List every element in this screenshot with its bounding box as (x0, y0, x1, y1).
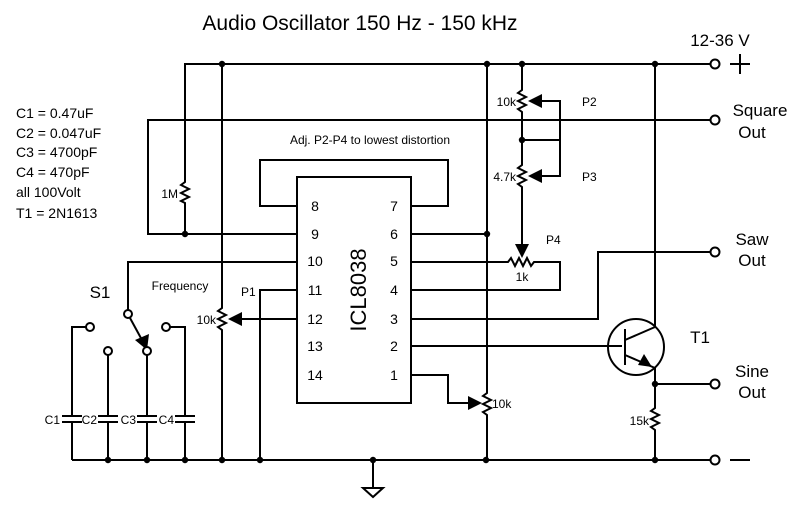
pin-13: 13 (307, 338, 323, 354)
wire-pin8-pin7 (259, 159, 449, 207)
pin-4: 4 (390, 282, 398, 298)
potentiometer-pin1: 10k (411, 64, 512, 460)
c1-label: C1 (45, 413, 61, 427)
terminal-square-out[interactable] (709, 114, 721, 126)
pin-12: 12 (307, 311, 323, 327)
pin-3: 3 (390, 311, 398, 327)
wire-pin11-ground (259, 289, 297, 460)
sine-out-net: 15k Sine Out (630, 362, 769, 460)
ic-icl8038: ICL8038 8 9 10 11 12 13 14 7 6 5 4 3 2 1 (296, 176, 412, 404)
note-c1: C1 = 0.47uF (16, 105, 93, 121)
adjust-note: Adj. P2-P4 to lowest distortion (290, 133, 450, 147)
terminal-plus[interactable] (709, 58, 721, 70)
pin-8: 8 (311, 198, 319, 214)
supply-rail: 12-36 V (185, 31, 750, 74)
svg-text:S1: S1 (90, 283, 111, 302)
svg-text:Frequency: Frequency (152, 279, 209, 293)
sine-label-2: Out (738, 383, 766, 402)
pin-5: 5 (390, 253, 398, 269)
svg-text:10k: 10k (497, 95, 517, 109)
note-c4: C4 = 470pF (16, 164, 90, 180)
note-voltage: all 100Volt (16, 184, 81, 200)
pin-9: 9 (311, 226, 319, 242)
svg-text:P1: P1 (241, 285, 256, 299)
transistor-t1: T1 (607, 64, 710, 376)
saw-label-2: Out (738, 251, 766, 270)
pin-11: 11 (308, 282, 323, 298)
svg-text:P4: P4 (546, 233, 561, 247)
square-label: Square (733, 101, 788, 120)
square-out-net: Square Out (147, 101, 788, 238)
potentiometer-p1: 10k P1 (197, 64, 297, 460)
resistor-1m: 1M (161, 63, 222, 234)
terminal-sine-out[interactable] (709, 378, 721, 390)
terminal-saw-out[interactable] (709, 246, 721, 258)
square-label-2: Out (738, 123, 766, 142)
pin-2: 2 (390, 338, 398, 354)
svg-text:1M: 1M (161, 187, 178, 201)
component-notes: C1 = 0.47uF C2 = 0.047uF C3 = 4700pF C4 … (16, 105, 101, 221)
svg-text:P3: P3 (582, 170, 597, 184)
switch-s1[interactable]: S1 Frequency (85, 279, 209, 356)
svg-text:1k: 1k (516, 270, 530, 284)
pin-10: 10 (307, 253, 323, 269)
svg-text:10k: 10k (197, 313, 217, 327)
note-t1: T1 = 2N1613 (16, 205, 98, 221)
ic-name: ICL8038 (346, 248, 371, 331)
pin-14: 14 (307, 367, 323, 383)
capacitor-bank: C1 C2 C3 C4 (45, 326, 195, 460)
title: Audio Oscillator 150 Hz - 150 kHz (202, 12, 517, 35)
t1-label: T1 (690, 328, 710, 347)
svg-text:4.7k: 4.7k (493, 170, 517, 184)
ground-rail (72, 454, 750, 499)
r15k-label: 15k (630, 414, 650, 428)
wire-pin10-switch (127, 261, 297, 312)
saw-label: Saw (735, 230, 769, 249)
svg-text:P2: P2 (582, 95, 597, 109)
pin-6: 6 (390, 226, 398, 242)
saw-out-net: Saw Out (411, 230, 769, 320)
note-c2: C2 = 0.047uF (16, 125, 101, 141)
c4-label: C4 (159, 413, 175, 427)
terminal-minus[interactable] (709, 454, 721, 466)
ground-icon (360, 487, 386, 499)
svg-text:10k: 10k (492, 397, 512, 411)
c3-label: C3 (121, 413, 137, 427)
sine-label: Sine (735, 362, 769, 381)
pin-1: 1 (390, 367, 398, 383)
supply-label: 12-36 V (690, 31, 750, 50)
pin-7: 7 (390, 198, 398, 214)
c2-label: C2 (82, 413, 98, 427)
note-c3: C3 = 4700pF (16, 144, 97, 160)
potentiometers-p2-p4: 10k 4.7k P2 P3 1k P4 (411, 64, 597, 291)
